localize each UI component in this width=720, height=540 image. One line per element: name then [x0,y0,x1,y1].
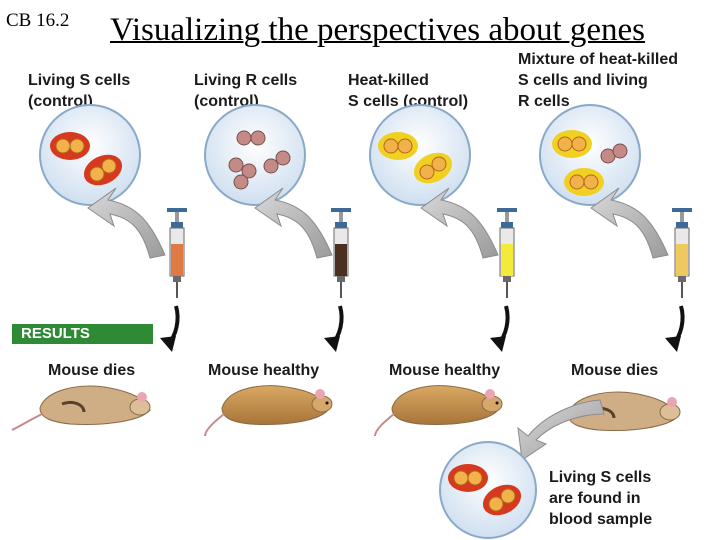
heat-killed-s-cell-cluster [413,152,453,184]
mouse-dead-illustration [11,385,151,431]
mouse-healthy-illustration [374,385,503,437]
transfer-arrow-icon [254,187,333,259]
slide-title: Visualizing the perspectives about genes [110,12,646,48]
blood-sample-arrow-icon [517,399,605,461]
arrowhead-icon [324,336,340,352]
arrowhead-icon [160,336,176,352]
heat-killed-s-cell-cluster [378,132,418,160]
heat-killed-s-cell-cluster [564,168,604,196]
s-cell-cluster [482,484,522,516]
results-banner: RESULTS [12,324,153,344]
syringe-icon [167,208,187,298]
petri-dish-2 [204,104,306,206]
syringe-icon [497,208,517,298]
blood-sample-dish [439,441,537,539]
transfer-arrow-icon [87,187,166,259]
r-cell-group [228,130,291,190]
outcome-mouse-healthy-2: Mouse healthy [389,362,501,379]
s-cell-cluster [83,154,123,186]
syringe-icon [672,208,692,298]
r-cell-group [600,143,628,164]
outcome-mouse-healthy-1: Mouse healthy [208,362,320,379]
outcome-mouse-dies-1: Mouse dies [48,362,136,379]
s-cell-cluster [50,132,90,160]
transfer-arrow-icon [420,187,499,259]
label-living-s-cells: Living S cells(control) [28,72,131,110]
mouse-healthy-illustration [204,385,333,437]
s-cell-cluster [448,464,488,492]
arrowhead-icon [490,336,506,352]
slide-code: CB 16.2 [6,10,70,31]
heat-killed-s-cell-cluster [552,130,592,158]
petri-dish-3 [369,104,471,206]
petri-dish-4 [539,104,641,206]
outcome-mouse-dies-2: Mouse dies [571,362,659,379]
syringe-icon [331,208,351,298]
arrowhead-icon [665,336,681,352]
transfer-arrow-icon [590,187,669,259]
petri-dish-1 [39,104,141,206]
